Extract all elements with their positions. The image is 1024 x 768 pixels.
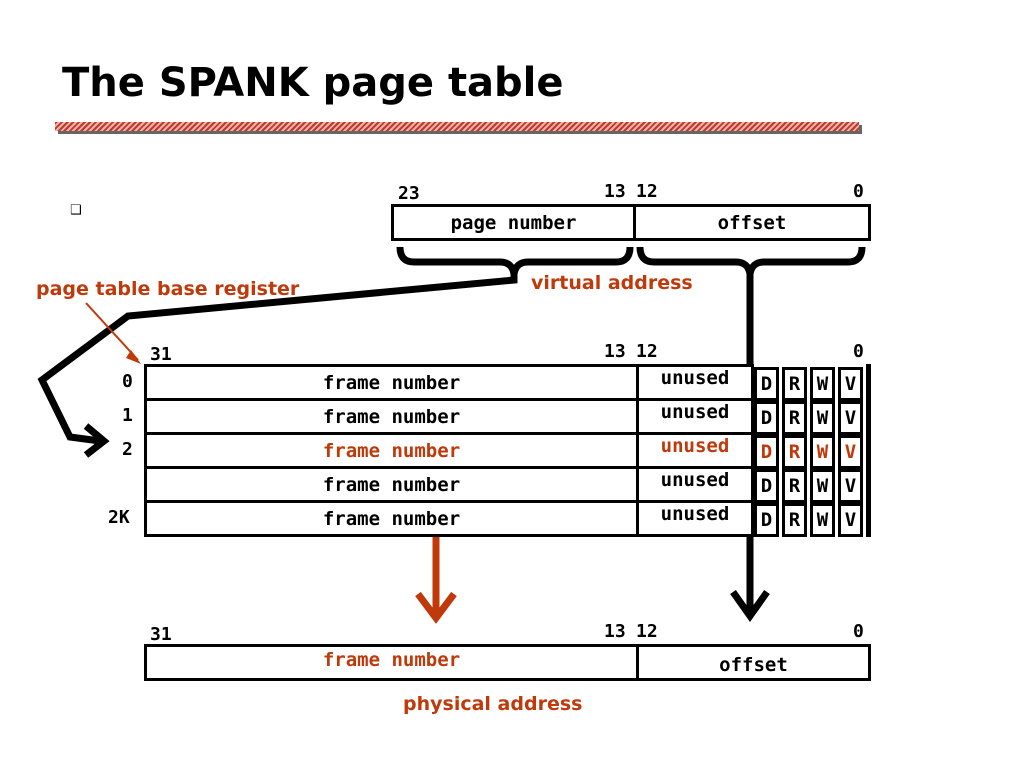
ptbr-caption: page table base register — [36, 278, 300, 300]
page-table-row: frame number unused — [144, 432, 754, 469]
va-bit-0: 0 — [853, 181, 864, 202]
frame-number-field: frame number — [147, 401, 639, 432]
pa-bit-12: 12 — [636, 621, 658, 642]
virtual-address-caption: virtual address — [531, 272, 693, 294]
unused-field: unused — [660, 401, 730, 423]
ptbr-pointer-head — [126, 350, 141, 364]
bit-w-field: W — [810, 503, 835, 537]
bit-d-field: D — [754, 469, 779, 503]
page-table-row: frame number unused — [144, 466, 754, 503]
unused-field: unused — [660, 469, 730, 491]
unused-field: unused — [660, 367, 730, 389]
va-bit-12: 12 — [636, 181, 658, 202]
page-table-index: 2 — [122, 439, 133, 460]
frame-number-field: frame number — [147, 469, 639, 500]
bit-w-field: W — [810, 435, 835, 469]
bit-v-field: V — [838, 401, 863, 435]
ptbr-pointer — [85, 302, 139, 361]
bit-d-field: D — [754, 401, 779, 435]
va-bit-13: 13 — [604, 181, 626, 202]
pa-offset-field: offset — [719, 654, 788, 676]
bit-d-field: D — [754, 503, 779, 537]
pa-frame-number-field: frame number — [147, 647, 639, 678]
page-table-index: 2K — [108, 507, 130, 528]
bit-r-field: R — [782, 401, 807, 435]
page-table-row: frame number unused — [144, 364, 754, 401]
va-page-number-field: page number — [394, 207, 636, 238]
bit-w-field: W — [810, 469, 835, 503]
page-table-index: 0 — [122, 371, 133, 392]
offset-arrowhead — [730, 589, 770, 623]
frame-number-field: frame number — [147, 435, 639, 466]
bullet-icon: ❑ — [70, 203, 82, 218]
bit-d-field: D — [754, 435, 779, 469]
pa-bit-31: 31 — [150, 624, 172, 645]
pt-bit-13: 13 — [604, 341, 626, 362]
bit-r-field: R — [782, 503, 807, 537]
page-number-path — [37, 274, 518, 445]
frame-number-field: frame number — [147, 503, 639, 534]
bit-r-field: R — [782, 469, 807, 503]
bit-v-field: V — [838, 367, 863, 401]
offset-brace — [636, 246, 866, 275]
slide-title: The SPANK page table — [62, 60, 564, 106]
bit-r-field: R — [782, 367, 807, 401]
va-offset-field: offset — [717, 211, 787, 234]
page-table-right-edge — [866, 364, 871, 537]
unused-field: unused — [660, 503, 730, 525]
frame-number-arrowhead — [415, 591, 457, 624]
physical-address-register: frame number offset — [144, 644, 871, 681]
title-underline — [55, 122, 859, 131]
virtual-address-register: page number offset — [391, 204, 871, 241]
page-table-row: frame number unused — [144, 398, 754, 435]
bit-v-field: V — [838, 469, 863, 503]
page-table-index: 1 — [122, 405, 133, 426]
bit-d-field: D — [754, 367, 779, 401]
unused-field: unused — [660, 435, 730, 457]
bit-v-field: V — [838, 503, 863, 537]
bit-v-field: V — [838, 435, 863, 469]
pt-bit-12: 12 — [636, 341, 658, 362]
frame-number-field: frame number — [147, 367, 639, 398]
bit-r-field: R — [782, 435, 807, 469]
pa-bit-13: 13 — [604, 621, 626, 642]
pt-bit-31: 31 — [150, 344, 172, 365]
pa-bit-0: 0 — [853, 621, 864, 642]
page-number-brace — [396, 246, 634, 275]
bit-w-field: W — [810, 367, 835, 401]
bit-w-field: W — [810, 401, 835, 435]
va-bit-23: 23 — [398, 183, 420, 204]
pt-bit-0: 0 — [853, 341, 864, 362]
page-table-row: frame number unused — [144, 500, 754, 537]
page-number-arrowhead — [83, 423, 110, 458]
physical-address-caption: physical address — [403, 693, 583, 715]
